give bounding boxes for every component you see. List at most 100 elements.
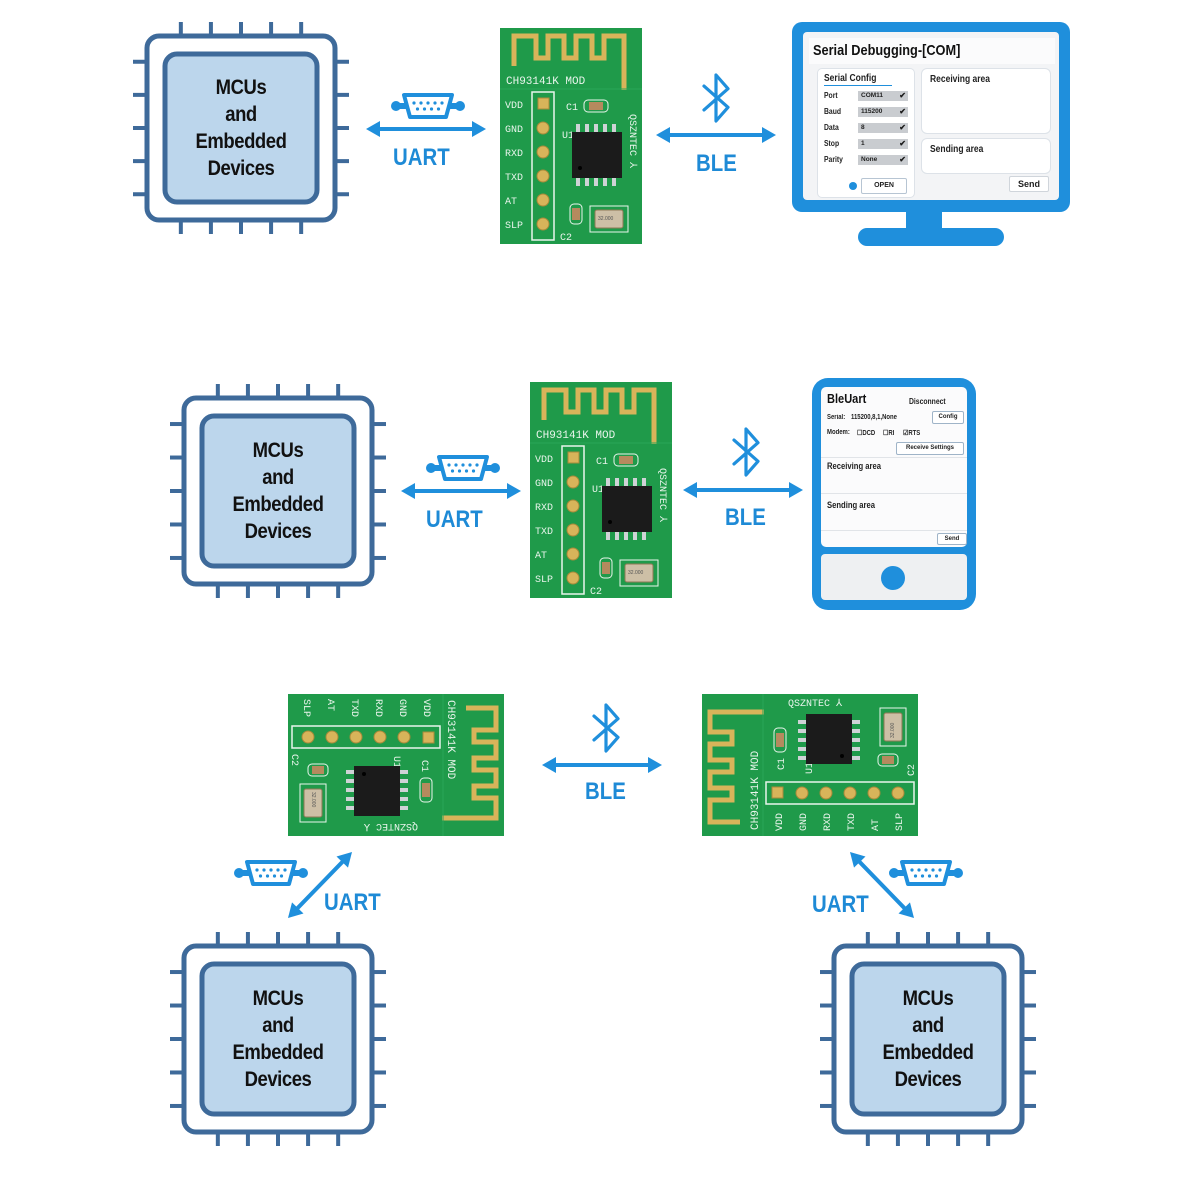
mcu-label-line: and bbox=[225, 103, 257, 126]
mcu-label-line: and bbox=[262, 466, 294, 489]
db9-connector-icon bbox=[390, 93, 466, 119]
port-select[interactable]: COM11✔ bbox=[858, 91, 908, 101]
config-row-baud: Baud 115200✔ bbox=[824, 107, 910, 119]
chevron-down-icon: ✔ bbox=[899, 139, 906, 148]
modem-option-dcd[interactable]: ☐DCD bbox=[857, 430, 876, 437]
port-label: Port bbox=[824, 91, 838, 100]
chip-core bbox=[162, 51, 320, 205]
sending-area-label: Sending area bbox=[827, 500, 876, 510]
sending-area[interactable]: Sending area bbox=[921, 138, 1051, 174]
receive-settings-button[interactable]: Receive Settings bbox=[896, 442, 964, 455]
send-button[interactable]: Send bbox=[1009, 176, 1049, 192]
window-title: Serial Debugging-[COM] bbox=[813, 42, 961, 59]
serial-label: Serial: bbox=[827, 414, 846, 421]
baud-value: 115200 bbox=[861, 108, 883, 115]
module-model: CH93141K MOD bbox=[536, 430, 616, 442]
pin-label: TXD bbox=[847, 813, 858, 831]
receiving-area[interactable]: Receiving area bbox=[921, 68, 1051, 134]
port-value: COM11 bbox=[861, 92, 884, 99]
crystal-label: 32.000 bbox=[628, 570, 644, 576]
mcu-label-line: Devices bbox=[207, 157, 275, 180]
chip-core bbox=[849, 961, 1007, 1117]
pin-label: GND bbox=[535, 479, 553, 490]
parity-select[interactable]: None ✔ bbox=[858, 155, 908, 165]
uart-label: UART bbox=[426, 506, 483, 533]
pin-label: SLP bbox=[300, 699, 311, 717]
mcu-label-line: and bbox=[262, 1014, 294, 1037]
component-label: C2 bbox=[288, 754, 299, 766]
crystal-label: 32.000 bbox=[310, 792, 316, 808]
receiving-area-label: Receiving area bbox=[827, 461, 882, 471]
component-label: C2 bbox=[590, 587, 602, 598]
pin-label: GND bbox=[505, 125, 523, 136]
sending-area-label: Sending area bbox=[930, 144, 984, 155]
smartphone: BleUart Disconnect Serial: 115200,8,1,No… bbox=[812, 378, 976, 610]
double-arrow-icon bbox=[364, 120, 488, 138]
db9-connector-icon bbox=[233, 860, 309, 886]
pin-label: AT bbox=[324, 699, 335, 711]
mcu-label-line: Embedded bbox=[195, 130, 287, 153]
status-indicator-dot bbox=[849, 182, 857, 190]
receiving-area-label: Receiving area bbox=[930, 74, 991, 85]
double-arrow-icon bbox=[846, 850, 918, 920]
pin-label: GND bbox=[799, 813, 810, 831]
uart-label: UART bbox=[393, 144, 450, 171]
bluetooth-icon bbox=[728, 426, 764, 478]
config-row-port: Port COM11✔ bbox=[824, 91, 910, 103]
bluetooth-icon bbox=[588, 702, 624, 754]
config-row-data: Data 8✔ bbox=[824, 123, 910, 135]
mcu-label-line: MCUs bbox=[902, 987, 954, 1010]
data-select[interactable]: 8✔ bbox=[858, 123, 908, 133]
component-label: C2 bbox=[560, 233, 572, 244]
chevron-down-icon: ✔ bbox=[899, 155, 906, 164]
serial-config-panel: Serial Config Port COM11✔ Baud 115200✔ D… bbox=[817, 68, 915, 198]
pin-label: TXD bbox=[535, 527, 553, 538]
send-button[interactable]: Send bbox=[937, 533, 967, 545]
pin-label: RXD bbox=[823, 813, 834, 831]
component-label: U1 bbox=[592, 485, 604, 496]
modem-option-ri[interactable]: ☐RI bbox=[883, 430, 895, 437]
modem-option-rts[interactable]: ☑RTS bbox=[903, 430, 921, 437]
divider bbox=[821, 493, 967, 494]
double-arrow-icon bbox=[540, 756, 664, 774]
module-brand: QSZNTEC ⅄ bbox=[363, 820, 418, 832]
divider bbox=[821, 530, 967, 531]
parity-label: Parity bbox=[824, 155, 843, 164]
app-title: BleUart bbox=[827, 391, 867, 406]
component-label: U1 bbox=[390, 756, 401, 768]
chip-core bbox=[199, 961, 357, 1117]
divider bbox=[821, 457, 967, 458]
chip-core bbox=[199, 413, 357, 569]
pin-label: SLP bbox=[895, 813, 906, 831]
baud-select[interactable]: 115200✔ bbox=[858, 107, 908, 117]
db9-connector-icon bbox=[425, 455, 501, 481]
module-model: CH93141K MOD bbox=[506, 76, 586, 88]
modem-option-label: DCD bbox=[862, 430, 876, 437]
mcu-label-line: Devices bbox=[244, 1068, 312, 1091]
stop-select[interactable]: 1✔ bbox=[858, 139, 908, 149]
pin-label: SLP bbox=[535, 575, 553, 586]
mcu-label-line: Devices bbox=[244, 520, 312, 543]
parity-value: None bbox=[861, 156, 878, 163]
monitor-frame: Serial Debugging-[COM] Serial Config Por… bbox=[792, 22, 1070, 212]
pin-label: VDD bbox=[420, 699, 431, 717]
crystal-label: 32.000 bbox=[890, 722, 896, 738]
open-button[interactable]: OPEN bbox=[861, 178, 907, 194]
stop-value: 1 bbox=[861, 140, 865, 147]
module-brand: QSZNTEC ⅄ bbox=[626, 114, 638, 169]
mcu-label-line: Embedded bbox=[232, 1041, 324, 1064]
mcu-label-line: and bbox=[912, 1014, 944, 1037]
disconnect-button[interactable]: Disconnect bbox=[909, 397, 946, 406]
serial-config-header: Serial Config bbox=[824, 73, 892, 86]
db9-connector-icon bbox=[888, 860, 964, 886]
config-button[interactable]: Config bbox=[932, 411, 964, 424]
double-arrow-icon bbox=[654, 126, 778, 144]
pin-label: AT bbox=[535, 551, 547, 562]
